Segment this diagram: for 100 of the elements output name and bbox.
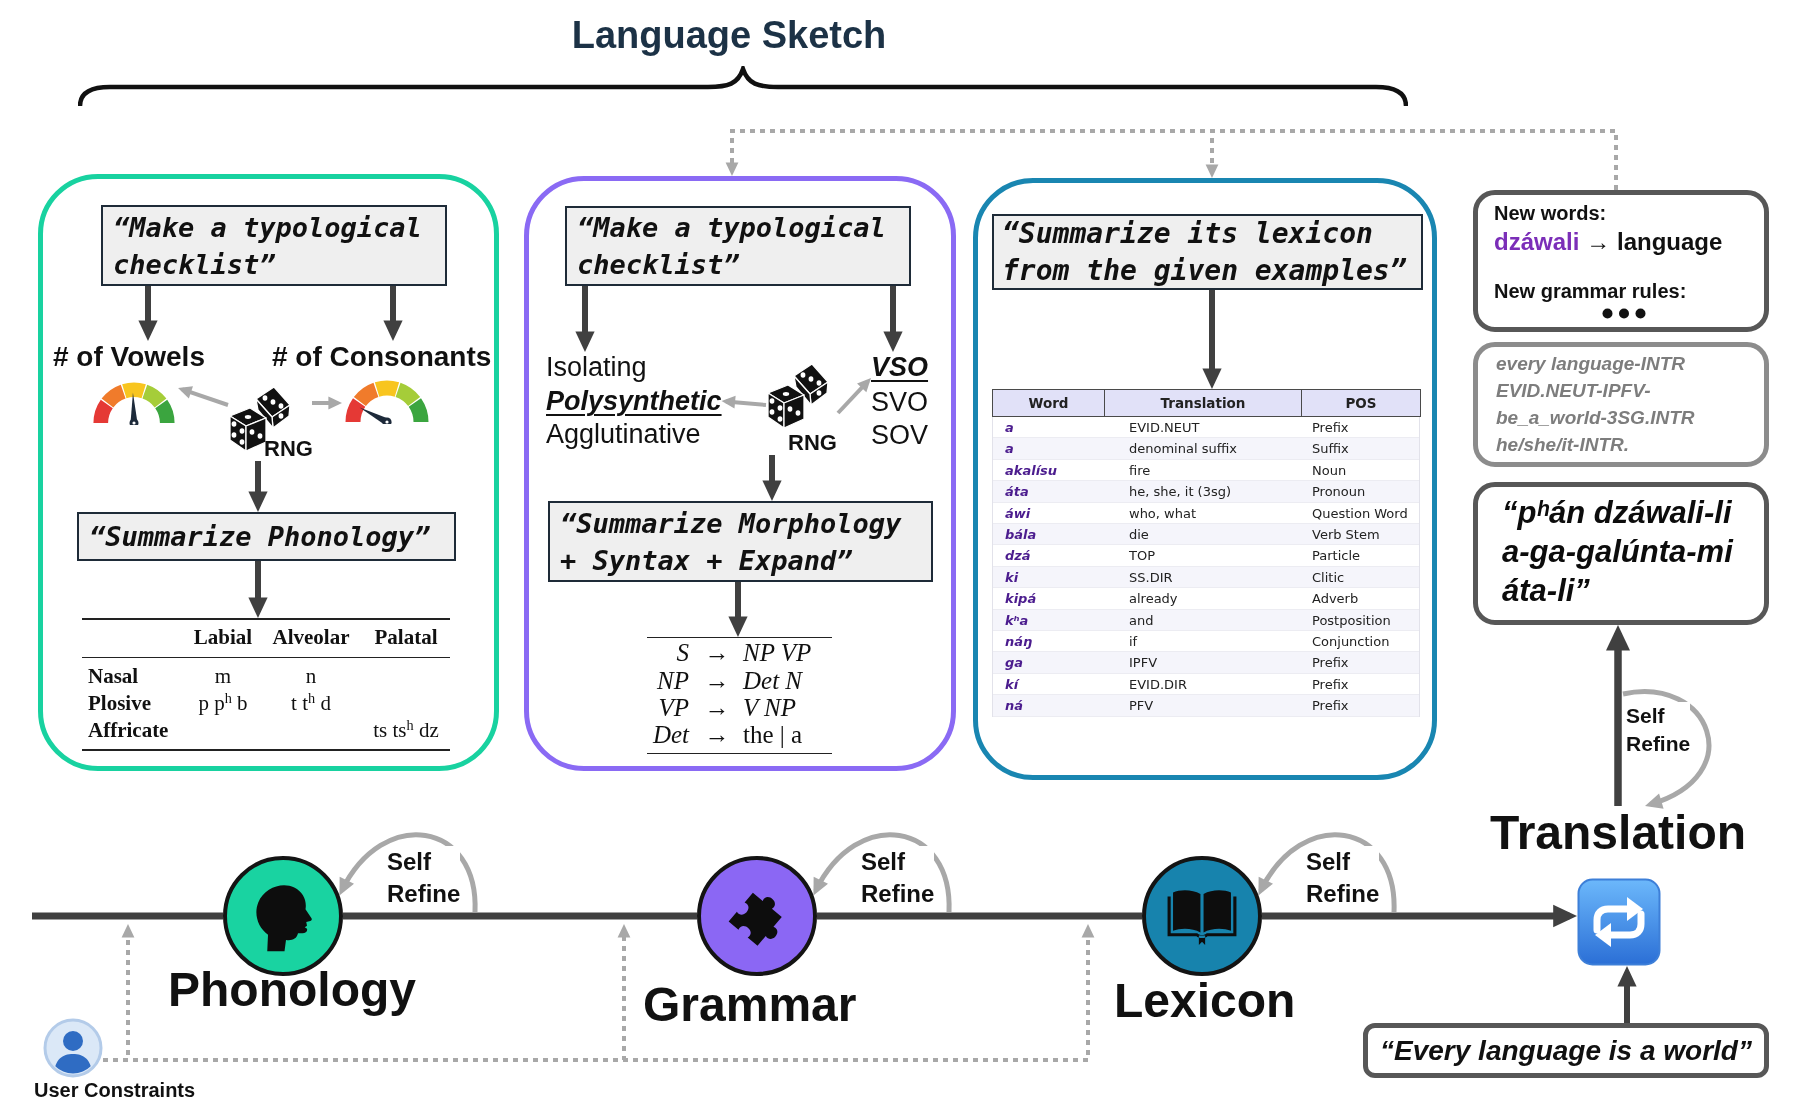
new-word: dzáwali <box>1494 228 1580 255</box>
stage-heading: Translation <box>1490 806 1747 859</box>
rule-arrow: → <box>704 694 730 721</box>
word-entry: a <box>1005 440 1014 459</box>
rounded-panel <box>973 178 1437 780</box>
column-header: Alveolar <box>272 625 350 649</box>
arrow <box>883 286 903 352</box>
gauge-icon <box>90 380 178 425</box>
dotted-arrow <box>624 924 1095 1062</box>
translation-entry: if <box>1129 633 1138 651</box>
loop-arrow <box>339 832 478 913</box>
pos-entry: Clitic <box>1312 568 1345 587</box>
column-header: Translation <box>1104 389 1302 417</box>
stage-label: Grammar <box>643 978 857 1032</box>
prompt-box: “Summarize Phonology” <box>77 512 456 561</box>
lexicon-table <box>992 389 1420 717</box>
column-header: Word <box>992 389 1105 417</box>
diagram-title: Language Sketch <box>570 13 888 58</box>
pos-entry: Prefix <box>1312 654 1349 673</box>
arrow <box>383 286 403 341</box>
row-header: Nasal <box>88 664 139 688</box>
translation-entry: SS.DIR <box>1129 568 1173 587</box>
translation-output-box: “pʰán dzáwali-li a-ga-galúnta-mi áta-li” <box>1473 482 1769 625</box>
repeat-icon <box>1577 878 1661 966</box>
dice-caption: RNG <box>264 437 313 461</box>
pos-entry: Prefix <box>1312 675 1349 694</box>
consonant-table <box>82 618 450 751</box>
prompt-box: “Make a typological checklist” <box>101 205 447 286</box>
translation-entry: PFV <box>1129 697 1154 716</box>
rounded-panel <box>524 176 956 771</box>
rule-arrow: → <box>704 667 730 694</box>
feature-heading: # of Consonants <box>272 341 492 373</box>
column-header: Palatal <box>374 625 438 649</box>
rule-symbol: NP <box>657 667 689 694</box>
word-entry: akalísu <box>1005 461 1058 480</box>
translation-entry: TOP <box>1129 547 1155 566</box>
pos-entry: Adverb <box>1312 590 1359 609</box>
word-entry: a <box>1005 419 1014 437</box>
arrow <box>728 582 748 637</box>
column-header: POS <box>1301 389 1421 417</box>
field-heading: New words: <box>1494 201 1607 226</box>
row-header: Plosive <box>88 691 151 715</box>
arrow <box>762 455 782 501</box>
rule-symbol: V NP <box>743 694 796 721</box>
word-entry: bála <box>1005 526 1037 544</box>
new-words-box <box>1473 190 1769 332</box>
word-meaning: → language <box>1586 228 1723 255</box>
prompt-box: “Summarize its lexicon from the given examples” <box>992 214 1423 290</box>
timeline-arrow <box>1262 904 1577 928</box>
input-sentence-box: “Every language is a world” <box>1363 1023 1769 1078</box>
pos-entry: Prefix <box>1312 697 1349 716</box>
arrow <box>1202 290 1222 389</box>
phoneme-text: p p$^{h}$ b <box>198 691 248 715</box>
dotted-line <box>103 1058 128 1062</box>
rule-arrow: → <box>704 721 730 748</box>
gloss-box: every language-INTR EVID.NEUT-IPFV- be_a_world-3SG.INTR he/she/it-INTR. <box>1473 342 1769 467</box>
translation-entry: fire <box>1129 461 1151 480</box>
translation-entry: he, she, it (3sg) <box>1129 483 1232 502</box>
row-header: Affricate <box>88 718 169 742</box>
arrow <box>836 378 871 415</box>
loop-arrow <box>813 832 952 913</box>
option-text: SOV <box>871 420 929 450</box>
option-text: Isolating <box>546 352 647 382</box>
dotted-line <box>1212 129 1618 190</box>
pos-entry: Prefix <box>1312 419 1349 437</box>
word-entry: kipá <box>1005 590 1037 609</box>
arrow <box>248 561 268 618</box>
pos-entry: Pronoun <box>1312 483 1366 502</box>
word-entry: áwi <box>1005 504 1031 523</box>
timeline-line <box>817 912 1142 920</box>
phoneme-text: ts ts$^{h}$ dz <box>373 718 439 742</box>
rule-symbol: VP <box>658 694 689 721</box>
translation-entry: EVID.DIR <box>1129 675 1187 694</box>
selected-option: VSO <box>871 352 929 382</box>
phoneme-text: n <box>305 664 317 688</box>
word-entry: áta <box>1005 483 1029 502</box>
dotted-arrow <box>1205 131 1219 178</box>
pos-entry: Suffix <box>1312 440 1349 459</box>
rule-symbol: S <box>676 639 689 666</box>
user-icon <box>43 1018 103 1078</box>
arrow <box>721 395 767 409</box>
grammar-rules-table <box>647 637 832 754</box>
arrow <box>178 386 229 407</box>
stage-label: Lexicon <box>1114 974 1296 1028</box>
prompt-box: “Summarize Morphology + Syntax + Expand” <box>548 501 933 582</box>
word-entry: dzá <box>1005 547 1031 566</box>
rounded-panel <box>38 174 499 771</box>
selected-option: Polysynthetic <box>546 386 722 416</box>
feature-heading: # of Vowels <box>53 341 205 373</box>
pos-entry: Verb Stem <box>1312 526 1380 544</box>
word-entry: ki <box>1005 568 1019 587</box>
word-entry: ná <box>1005 697 1024 716</box>
dice-caption: RNG <box>788 431 837 455</box>
translation-entry: EVID.NEUT <box>1129 419 1200 437</box>
word-entry: kí <box>1005 675 1019 694</box>
timeline-line <box>343 912 697 920</box>
pos-entry: Noun <box>1312 461 1347 480</box>
rule-symbol: Det N <box>743 667 803 694</box>
stage-label: Phonology <box>168 963 416 1017</box>
arrow <box>1617 966 1637 1023</box>
